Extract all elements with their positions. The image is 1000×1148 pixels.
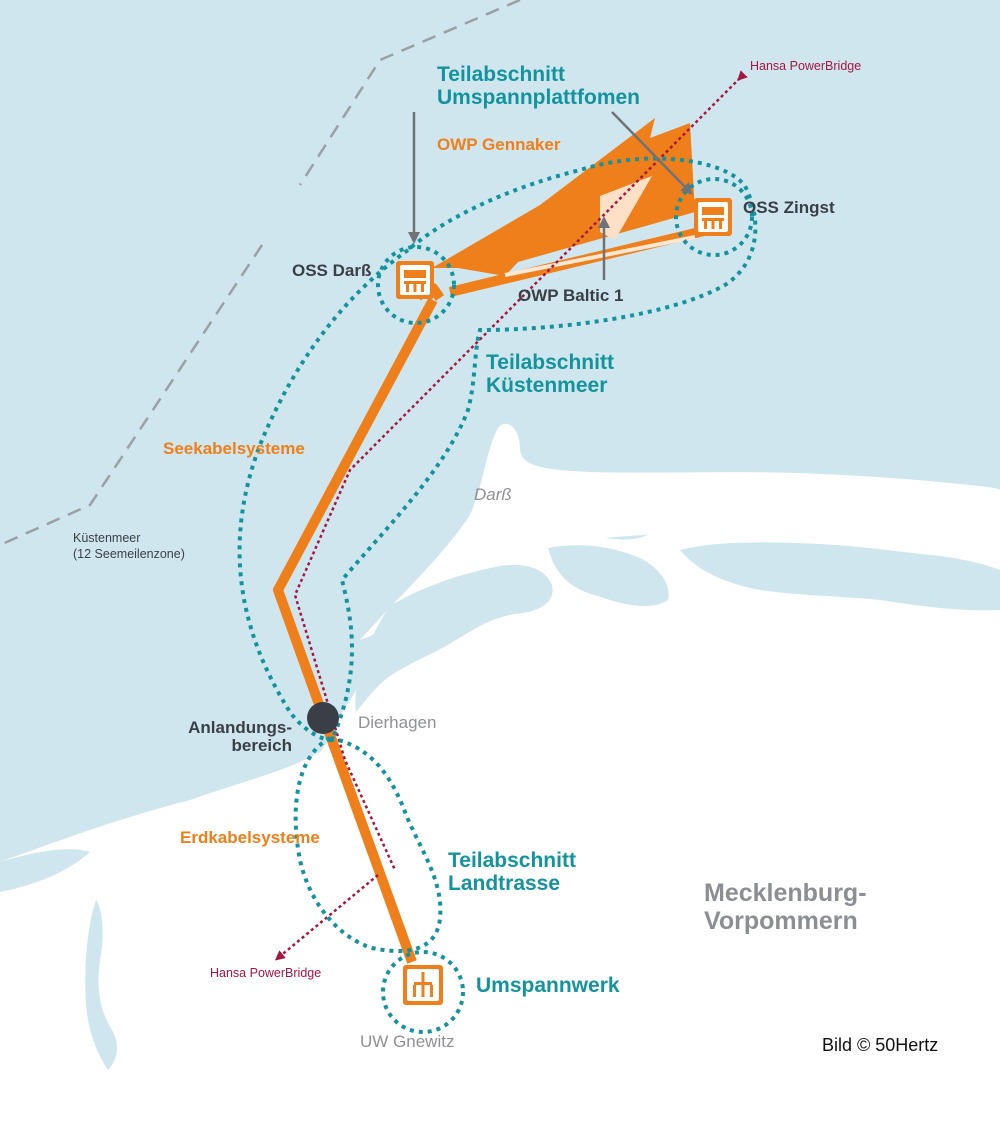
territorial-boundary-outer [298, 0, 521, 186]
label-anlandung-line2: bereich [231, 736, 292, 756]
label-erdkabelsysteme: Erdkabelsysteme [180, 828, 320, 847]
label-seekabelsysteme: Seekabelsysteme [163, 439, 305, 458]
label-state-line1: Mecklenburg- [704, 879, 867, 907]
label-owp-gennaker: OWP Gennaker [437, 135, 561, 154]
label-hansa-powerbridge-top: Hansa PowerBridge [750, 59, 862, 73]
label-section-platforms: Teilabschnitt Umspannplattfomen [437, 63, 641, 109]
lagoon-4 [85, 900, 117, 1070]
label-kuestenmeer-line2: (12 Seemeilenzone) [73, 546, 185, 561]
label-hansa-powerbridge-bottom: Hansa PowerBridge [210, 966, 322, 980]
hansa-powerbridge-branch [274, 874, 379, 961]
label-section-coastal-line2: Küstenmeer [486, 373, 608, 397]
label-state-mv: Mecklenburg- Vorpommern [704, 879, 867, 935]
image-credit: Bild © 50Hertz [822, 1035, 939, 1055]
cable-baltic1-link [504, 235, 696, 277]
oss-zingst-icon [694, 198, 732, 236]
landing-point-marker [307, 702, 339, 734]
pointer-arrow-oss-zingst [611, 111, 693, 195]
uw-gnewitz-icon [403, 965, 443, 1005]
lagoon-2 [548, 545, 669, 607]
label-place-dierhagen: Dierhagen [358, 713, 437, 732]
label-section-land-line2: Landtrasse [448, 871, 561, 895]
label-kuestenmeer-line1: Küstenmeer [73, 531, 141, 545]
label-section-platforms-line1: Teilabschnitt [437, 63, 565, 86]
oss-darss-icon [396, 261, 434, 299]
lagoon-1 [355, 564, 553, 712]
label-section-coastal: Teilabschnitt Küstenmeer [486, 351, 614, 397]
label-kuestenmeer-zone: Küstenmeer (12 Seemeilenzone) [73, 531, 185, 562]
label-section-land: Teilabschnitt Landtrasse [448, 849, 576, 895]
section-oss-darss-outline [376, 245, 456, 325]
lagoon-5 [0, 849, 90, 892]
section-oss-zingst-outline [674, 177, 754, 257]
label-owp-baltic1: OWP Baltic 1 [518, 286, 624, 305]
label-anlandung-line1: Anlandungs- [188, 718, 292, 737]
land-mainland [0, 494, 1000, 1148]
label-umspannwerk: Umspannwerk [476, 974, 620, 997]
label-oss-darss: OSS Darß [292, 261, 372, 280]
label-anlandungsbereich: Anlandungs- bereich [166, 718, 292, 756]
section-landtrasse-outline [293, 735, 443, 954]
lagoon-3 [680, 542, 1000, 611]
seekabel-route [273, 297, 438, 964]
hansa-powerbridge-route [293, 70, 748, 871]
label-state-line2: Vorpommern [704, 907, 858, 935]
label-oss-zingst: OSS Zingst [743, 198, 835, 217]
territorial-boundary-inner [0, 244, 264, 547]
label-section-coastal-line1: Teilabschnitt [486, 351, 614, 374]
section-uw-gnewitz-outline [381, 950, 465, 1034]
owp-baltic1-area [600, 176, 652, 240]
label-section-platforms-line2: Umspannplattfomen [437, 85, 641, 109]
owp-gennaker-area [432, 118, 695, 276]
label-uw-gnewitz: UW Gnewitz [360, 1032, 455, 1051]
label-section-land-line1: Teilabschnitt [448, 849, 576, 872]
label-place-darss: Darß [474, 485, 512, 504]
land-darss-peninsula [360, 423, 1000, 640]
